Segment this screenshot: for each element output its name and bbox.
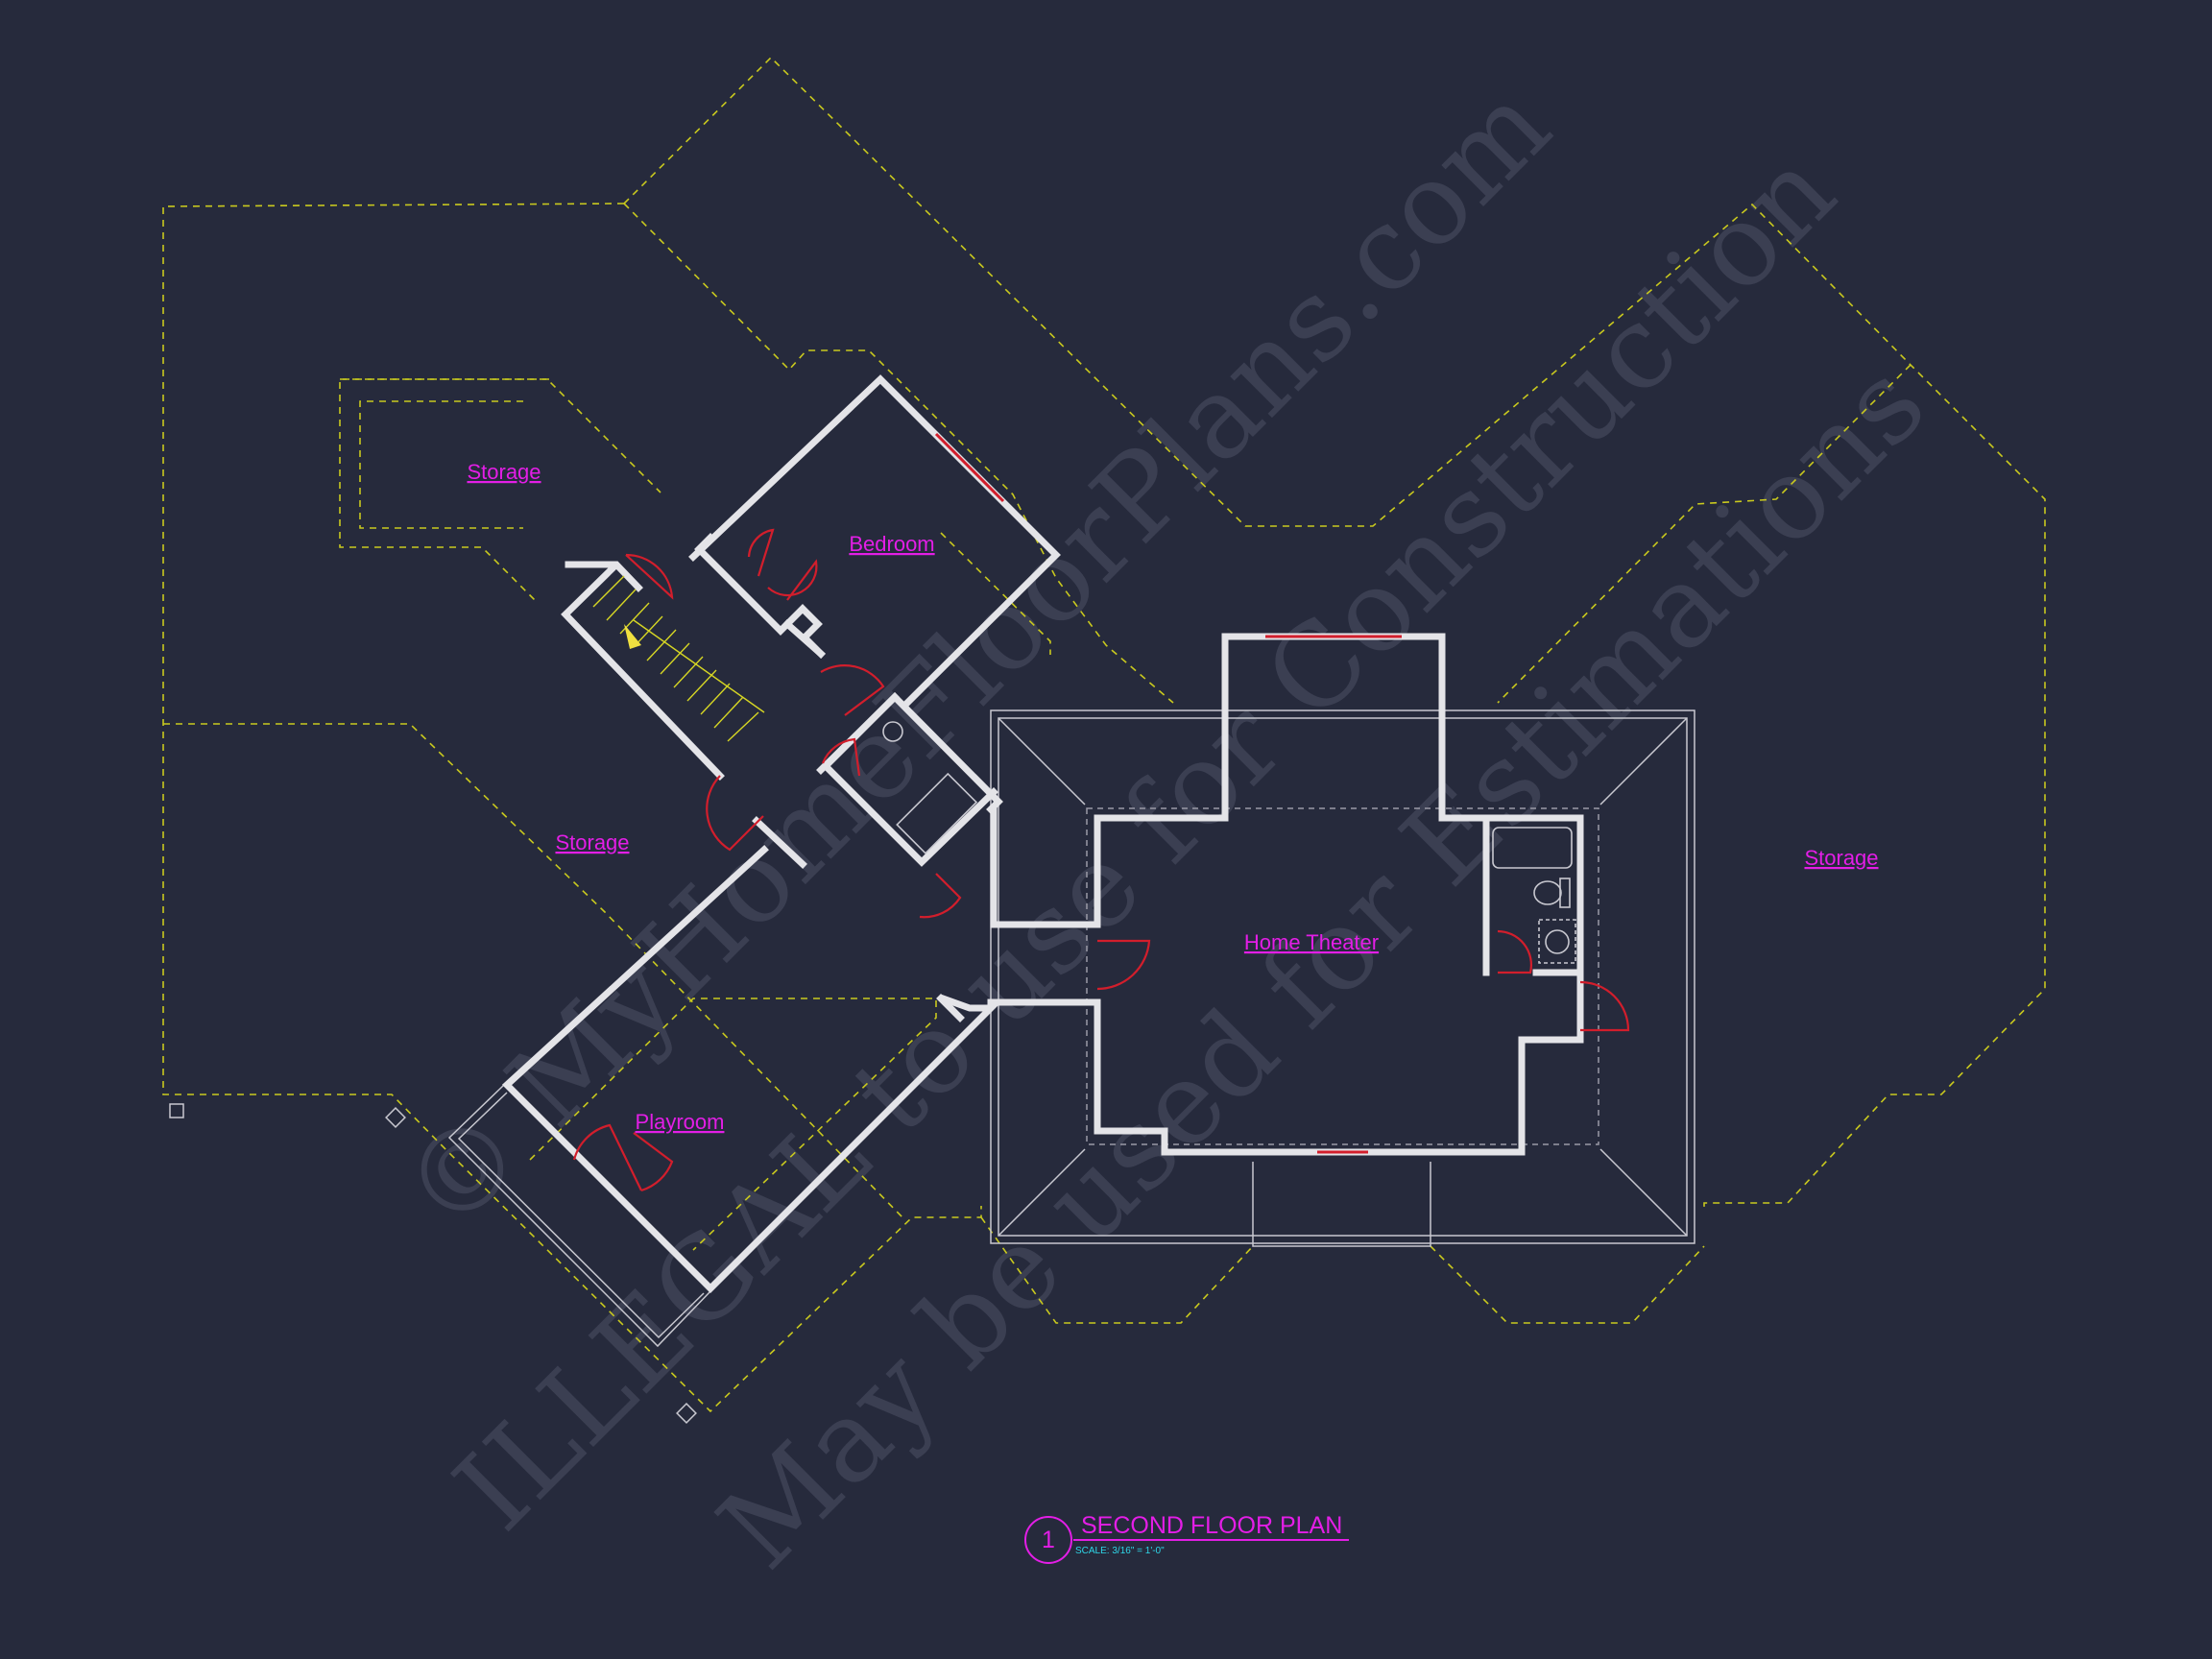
theater-fascia-outer [990, 709, 1695, 1244]
theater-wall [1094, 633, 1584, 1156]
stair-tread [646, 629, 677, 661]
playroom-wall-2 [936, 994, 965, 1022]
roof-bottom-right [1430, 1245, 1705, 1324]
stair-enclosure [561, 562, 725, 781]
column-marker-2 [385, 1107, 406, 1128]
deck-outer [447, 1084, 711, 1348]
room-label-storage-left: Storage [555, 830, 629, 854]
watermark-line-3: May be used for Estimations [693, 337, 1950, 1594]
theater-inner-dash [1086, 807, 1599, 1145]
toilet-icon [1533, 880, 1562, 905]
hip-line-2 [1599, 717, 1688, 805]
stair-tread [727, 711, 759, 742]
roof-line-left [162, 203, 982, 1413]
room-label-playroom: Playroom [636, 1110, 725, 1134]
bedroom-window [934, 432, 1005, 503]
theater-fascia-inner [998, 717, 1688, 1237]
theater-roof [990, 709, 1695, 1247]
stair-tread [660, 642, 690, 675]
stair [592, 575, 765, 742]
room-label-bedroom: Bedroom [849, 532, 934, 556]
roof-playroom-inner [529, 998, 937, 1251]
room-labels: Storage Bedroom Storage Home Theater Sto… [467, 460, 1878, 1134]
playroom-deck [447, 1084, 711, 1348]
hip-line-1 [998, 717, 1086, 805]
sink-icon [1545, 929, 1570, 954]
storage-top-left-outer [339, 378, 549, 604]
stair-tread [673, 656, 704, 688]
bath-sink-icon [882, 721, 903, 742]
plan-scale: SCALE: 3/16" = 1'-0" [1075, 1546, 1165, 1556]
door-playroom-1 [572, 1123, 642, 1191]
toilet-tank-icon [1559, 878, 1571, 908]
plan-title-block: 1 SECOND FLOOR PLAN SCALE: 3/16" = 1'-0" [1024, 1512, 1349, 1564]
corridor-wall-left [752, 816, 807, 869]
bathtub-icon [1492, 827, 1573, 869]
stair-tread [592, 575, 625, 608]
bedroom-lower-wall [782, 619, 826, 659]
roof-line-top [623, 56, 2046, 1208]
stair-stringer [633, 619, 765, 713]
vanity-icon [1538, 919, 1576, 964]
roof-bottom-left [980, 1216, 1254, 1324]
doors [572, 528, 1630, 1192]
stair-arrow-icon [624, 624, 641, 649]
column-marker-1 [169, 1103, 184, 1118]
door-bedroom-closet-2 [767, 559, 818, 601]
plan-title: SECOND FLOOR PLAN [1081, 1512, 1342, 1539]
stair-tread [700, 683, 731, 715]
watermark-line-2: ILLEGAL to use for Construction [429, 125, 1860, 1555]
room-label-storage-right: Storage [1804, 846, 1878, 870]
hip-line-3 [998, 1148, 1086, 1237]
roof-ridge-right [1497, 364, 1911, 704]
room-label-home-theater: Home Theater [1244, 930, 1379, 954]
door-theater [1096, 939, 1151, 991]
sheet-number-circle [1024, 1516, 1072, 1564]
door-storage-left [706, 775, 764, 852]
roof-valley-mid [623, 203, 1174, 704]
stair-tread [619, 602, 650, 635]
stair-tread [713, 696, 744, 729]
bath-wall [821, 692, 998, 867]
sheet-number: 1 [1042, 1527, 1055, 1553]
hall-wall [990, 807, 1101, 928]
door-storage [625, 553, 674, 600]
fixtures [882, 721, 1576, 964]
bath-tub-icon [896, 772, 978, 854]
deck-inner [457, 1092, 705, 1339]
door-playroom-2 [633, 1132, 674, 1192]
door-bedroom-closet-1 [747, 528, 775, 577]
stair-tread [606, 589, 637, 621]
door-theater-storage [1579, 980, 1630, 1032]
hip-line-4 [1599, 1148, 1688, 1237]
door-linen [919, 873, 962, 919]
roof-valley-bedroom [940, 532, 1051, 655]
door-theater-bath [1497, 929, 1532, 974]
roof-outline [162, 56, 2046, 1424]
room-label-storage-top-left: Storage [467, 460, 541, 484]
playroom-wall [501, 845, 999, 1293]
watermark: © MyHomeFloorPlans.com ILLEGAL to use fo… [376, 60, 1950, 1594]
windows [934, 432, 1402, 1154]
door-bath [821, 737, 861, 777]
column-marker-3 [676, 1403, 697, 1424]
storage-top-left-inner [359, 400, 523, 529]
bay-projection [1252, 1162, 1431, 1247]
door-bedroom [820, 664, 885, 716]
